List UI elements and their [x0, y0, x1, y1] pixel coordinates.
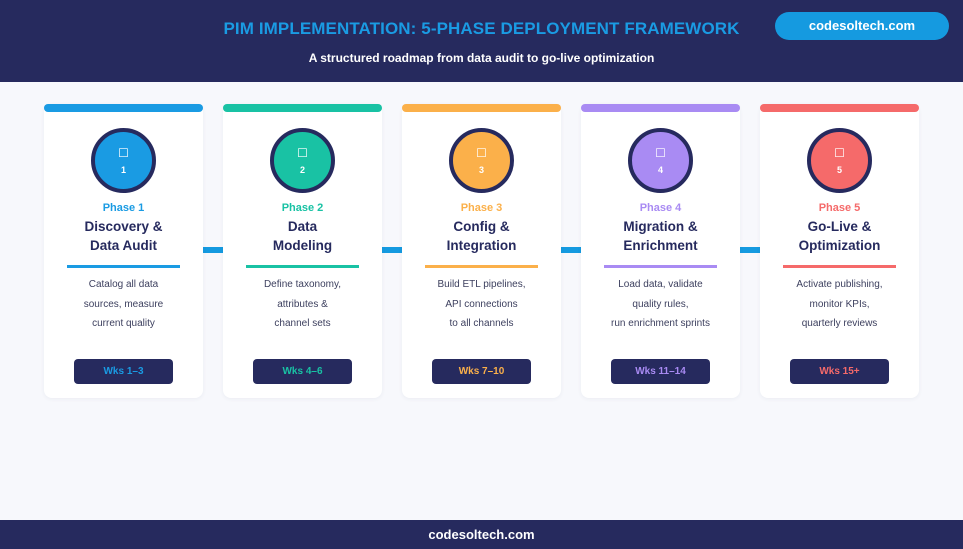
phase-title: Go-Live & Optimization	[766, 217, 913, 255]
phase-title-line: Modeling	[272, 238, 333, 253]
phase-weeks-badge: Wks 4–6	[253, 359, 352, 384]
phase-title-underline	[425, 265, 538, 268]
phase-weeks-badge: Wks 7–10	[432, 359, 531, 384]
phase-accent-bar	[402, 104, 561, 112]
phase-title-underline	[783, 265, 896, 268]
phase-weeks-badge: Wks 1–3	[74, 359, 173, 384]
phase-title: Discovery & Data Audit	[50, 217, 197, 255]
phase-title-line: Data	[287, 219, 318, 234]
phase-weeks-badge: Wks 15+	[790, 359, 889, 384]
phase-title-line: Config &	[453, 219, 510, 234]
phase-label: Phase 1	[102, 202, 145, 214]
footer-brand: codesoltech.com	[0, 520, 963, 549]
phase-accent-bar	[44, 104, 203, 112]
phase-number: 4	[657, 164, 663, 175]
phase-number: 2	[299, 164, 305, 175]
phase-description: Load data, validate quality rules, run enr…	[587, 275, 734, 334]
phase-title-line: Migration &	[623, 219, 698, 234]
phase-description: Activate publishing, monitor KPIs, quarter…	[766, 275, 913, 334]
phase-label: Phase 2	[281, 202, 324, 214]
phase-number-badge: ☐1	[91, 128, 156, 193]
phase-number: 3	[478, 164, 484, 175]
phase-number: 5	[836, 164, 842, 175]
phase-number-badge: ☐2	[270, 128, 335, 193]
phase-description-line: Build ETL pipelines,	[437, 279, 526, 290]
phase-connector	[203, 247, 225, 253]
phase-accent-bar	[223, 104, 382, 112]
phase-description-line: to all channels	[449, 318, 514, 329]
phase-connector	[740, 247, 762, 253]
phase-description-line: Define taxonomy,	[263, 279, 342, 290]
phase-title-line: Go-Live &	[807, 219, 872, 234]
phase-icon: ☐	[297, 145, 308, 160]
phase-title-line: Data Audit	[90, 238, 157, 253]
phase-accent-bar	[760, 104, 919, 112]
phase-description-line: quality rules,	[632, 298, 689, 310]
phase-number-badge: ☐4	[628, 128, 693, 193]
brand-link-button[interactable]: codesoltech.com	[775, 12, 949, 40]
phase-icon: ☐	[118, 145, 129, 160]
phase-description-line: API connections	[445, 298, 518, 310]
phase-title-underline	[246, 265, 359, 268]
phase-description-line: current quality	[92, 318, 155, 329]
phase-description-line: monitor KPIs,	[809, 298, 870, 310]
phase-description: Build ETL pipelines, API connections to al…	[408, 275, 555, 334]
phase-connector	[561, 247, 583, 253]
phase-title-line: Optimization	[798, 238, 881, 253]
phase-description-line: channel sets	[274, 318, 331, 329]
phase-icon: ☐	[476, 145, 487, 160]
phase-description-line: attributes &	[277, 298, 328, 310]
phase-label: Phase 3	[460, 202, 503, 214]
phase-connector	[382, 247, 404, 253]
phase-title-line: Discovery &	[84, 219, 163, 234]
phase-number-badge: ☐5	[807, 128, 872, 193]
phase-title: Config & Integration	[408, 217, 555, 255]
phase-number: 1	[120, 164, 126, 175]
phase-title-underline	[67, 265, 180, 268]
phase-icon: ☐	[655, 145, 666, 160]
phase-title-line: Enrichment	[623, 238, 698, 253]
phase-label: Phase 4	[639, 202, 682, 214]
page-subtitle: A structured roadmap from data audit to …	[308, 51, 655, 65]
phase-description: Catalog all data sources, measure current …	[50, 275, 197, 334]
phase-description-line: Load data, validate	[618, 279, 703, 290]
phase-number-badge: ☐3	[449, 128, 514, 193]
phase-description-line: sources, measure	[83, 298, 164, 310]
phase-accent-bar	[581, 104, 740, 112]
phase-description-line: Activate publishing,	[796, 279, 883, 290]
phase-label: Phase 5	[818, 202, 861, 214]
page-title: PIM IMPLEMENTATION: 5-PHASE DEPLOYMENT F…	[223, 19, 740, 38]
phase-description-line: quarterly reviews	[801, 318, 878, 329]
phase-description-line: run enrichment sprints	[611, 318, 710, 329]
phase-description-line: Catalog all data	[88, 279, 159, 290]
phase-description: Define taxonomy, attributes & channel sets	[229, 275, 376, 334]
phase-title-underline	[604, 265, 717, 268]
phase-title: Migration & Enrichment	[587, 217, 734, 255]
phase-title-line: Integration	[446, 238, 517, 253]
phase-icon: ☐	[834, 145, 845, 160]
header-banner: PIM IMPLEMENTATION: 5-PHASE DEPLOYMENT F…	[0, 0, 963, 82]
phase-weeks-badge: Wks 11–14	[611, 359, 710, 384]
